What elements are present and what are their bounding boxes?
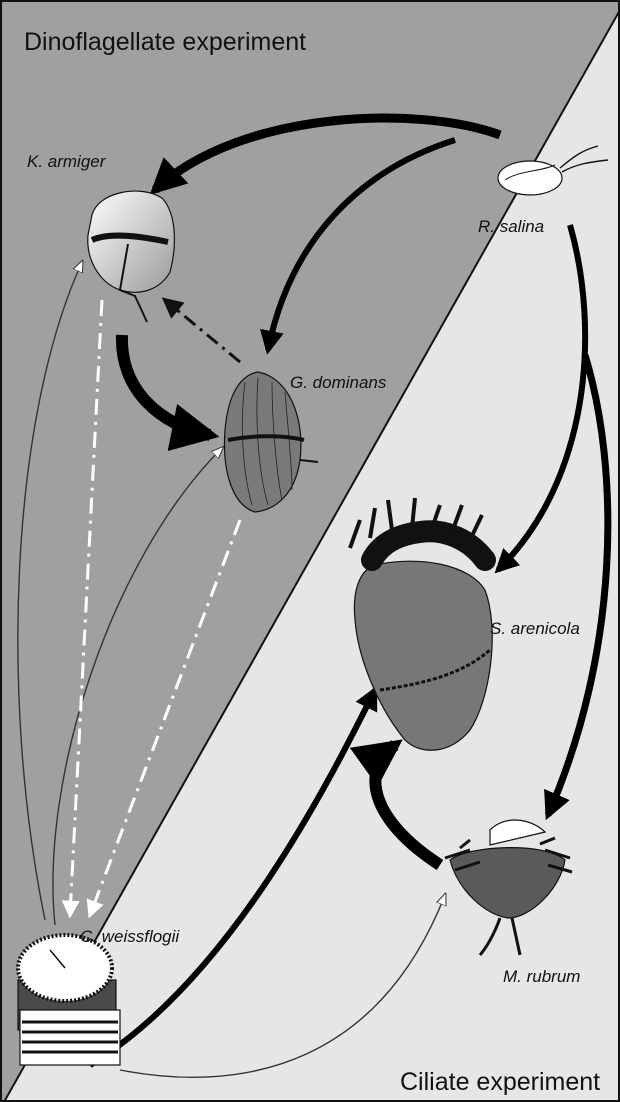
- dinoflagellate-panel-title: Dinoflagellate experiment: [24, 28, 306, 56]
- label-r-salina: R. salina: [478, 217, 544, 236]
- label-g-dominans: G. dominans: [290, 373, 387, 392]
- ciliate-panel-title: Ciliate experiment: [400, 1068, 600, 1096]
- label-c-weissflogii: C. weissflogii: [80, 927, 180, 946]
- label-k-armiger: K. armiger: [27, 152, 107, 171]
- label-s-arenicola: S. arenicola: [490, 619, 580, 638]
- c-weissflogii-organism: [18, 935, 120, 1065]
- label-m-rubrum: M. rubrum: [503, 967, 580, 986]
